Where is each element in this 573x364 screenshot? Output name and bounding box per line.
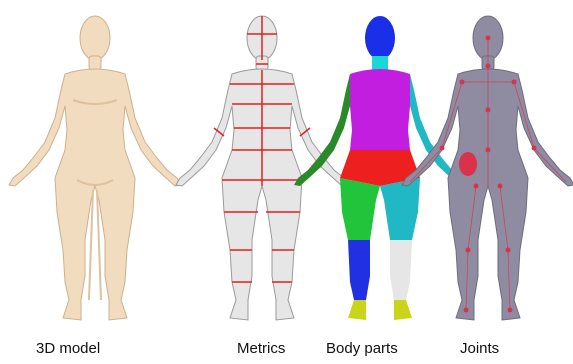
model-figure <box>9 16 181 320</box>
caption-metrics: Metrics <box>237 340 285 357</box>
part-right-foot <box>394 300 412 320</box>
part-lower-left-leg <box>348 240 370 300</box>
part-lower-right-leg <box>390 240 412 300</box>
caption-3d-model: 3D model <box>36 340 100 357</box>
body-parts-figure <box>294 16 466 320</box>
skeleton-lines <box>410 38 566 310</box>
joints-figure <box>402 16 573 320</box>
part-left-foot <box>348 300 366 320</box>
part-left-leg <box>340 178 380 240</box>
part-torso <box>350 69 410 150</box>
joints-body <box>402 16 573 320</box>
metrics-figure <box>176 16 348 320</box>
part-head <box>365 16 395 60</box>
caption-joints: Joints <box>460 340 499 357</box>
caption-body-parts: Body parts <box>326 340 398 357</box>
joints-hand-highlight <box>459 152 477 176</box>
model-body <box>9 16 181 320</box>
part-right-leg <box>380 178 420 240</box>
